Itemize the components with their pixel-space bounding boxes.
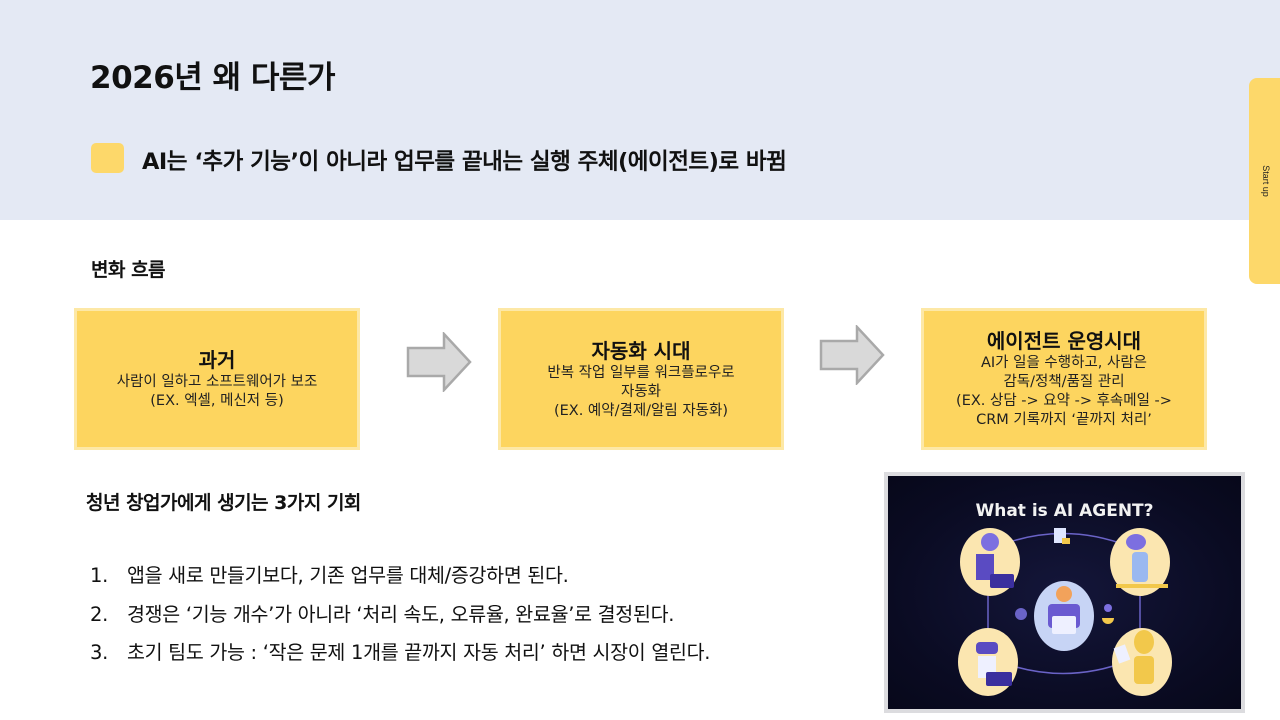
- right-arrow-icon: [819, 325, 885, 385]
- box-line: AI가 일을 수행하고, 사람은: [980, 355, 1148, 371]
- list-number: 1.: [90, 564, 109, 587]
- list-text: 경쟁은 ‘기능 개수’가 아니라 ‘처리 속도, 오류율, 완료율’로 결정된다…: [127, 602, 675, 626]
- list-text: 초기 팀도 가능 : ‘작은 문제 1개를 끝까지 자동 처리’ 하면 시장이 …: [127, 641, 711, 664]
- box-title: 에이전트 운영시대: [986, 329, 1142, 353]
- bullet-square-icon: [91, 143, 124, 173]
- side-tab[interactable]: [1249, 78, 1280, 284]
- box-title: 자동화 시대: [591, 338, 691, 363]
- box-title: 과거: [198, 348, 236, 372]
- box-line: (EX. 상담 -> 요약 -> 후속메일 ->: [956, 393, 1172, 409]
- box-line: 반복 작업 일부를 워크플로우로: [547, 364, 735, 381]
- box-line: (EX. 예약/결제/알림 자동화): [553, 402, 729, 419]
- list-item: 2. 경쟁은 ‘기능 개수’가 아니라 ‘처리 속도, 오류율, 완료율’로 결…: [90, 596, 710, 635]
- box-line: 자동화: [620, 383, 662, 400]
- list-text: 앱을 새로 만들기보다, 기존 업무를 대체/증강하면 된다.: [127, 564, 569, 587]
- subtitle: AI는 ‘추가 기능’이 아니라 업무를 끝내는 실행 주체(에이전트)로 바뀜: [142, 149, 787, 175]
- ai-agent-illustration: [958, 528, 1172, 696]
- flow-box-automation: 자동화 시대 반복 작업 일부를 워크플로우로 자동화 (EX. 예약/결제/알…: [498, 308, 784, 450]
- right-arrow-icon: [406, 332, 472, 392]
- page-title: 2026년 왜 다른가: [90, 60, 335, 96]
- flow-section-label: 변화 흐름: [91, 259, 166, 281]
- box-line: CRM 기록까지 ‘끝까지 처리’: [976, 412, 1152, 428]
- box-line: (EX. 엑셀, 메신저 등): [150, 393, 284, 409]
- side-tab-label: Start up: [1261, 165, 1271, 197]
- ai-agent-image: What is AI AGENT?: [884, 472, 1245, 713]
- opportunities-list: 1. 앱을 새로 만들기보다, 기존 업무를 대체/증강하면 된다. 2. 경쟁…: [90, 557, 710, 673]
- header-band: [0, 0, 1280, 220]
- ai-image-title: What is AI AGENT?: [975, 501, 1154, 521]
- opportunities-section-label: 청년 창업가에게 생기는 3가지 기회: [86, 492, 361, 514]
- flow-box-past: 과거 사람이 일하고 소프트웨어가 보조 (EX. 엑셀, 메신저 등): [74, 308, 360, 450]
- flow-box-agent-era: 에이전트 운영시대 AI가 일을 수행하고, 사람은 감독/정책/품질 관리 (…: [921, 308, 1207, 450]
- list-item: 1. 앱을 새로 만들기보다, 기존 업무를 대체/증강하면 된다.: [90, 557, 710, 596]
- list-number: 3.: [90, 641, 109, 664]
- list-item: 3. 초기 팀도 가능 : ‘작은 문제 1개를 끝까지 자동 처리’ 하면 시…: [90, 634, 710, 673]
- box-line: 사람이 일하고 소프트웨어가 보조: [116, 374, 318, 390]
- list-number: 2.: [90, 602, 109, 626]
- box-line: 감독/정책/품질 관리: [1003, 374, 1125, 390]
